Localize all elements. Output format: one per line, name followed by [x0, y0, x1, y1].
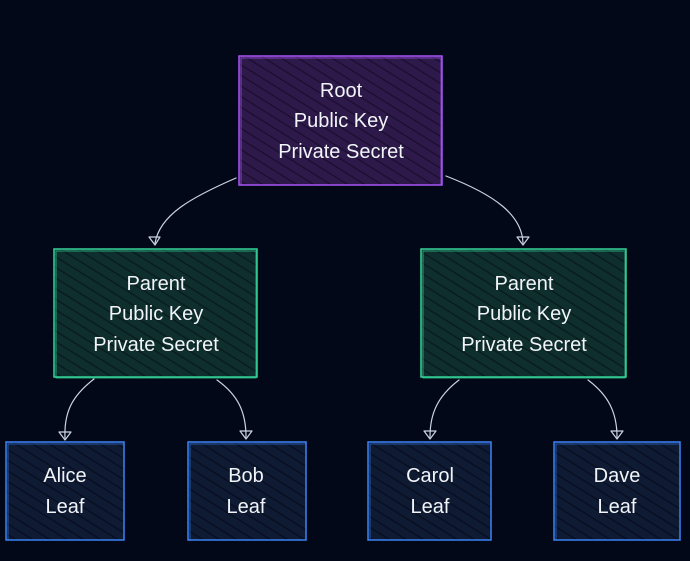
leaf-alice-type: Leaf	[46, 496, 85, 518]
leaf-node-alice[interactable]: Alice Leaf	[5, 441, 125, 541]
edge-parent-right-to-dave	[587, 379, 618, 438]
arrowhead-carol	[423, 430, 437, 440]
arrowhead-parent-left	[148, 236, 161, 246]
edge-parent-right-to-carol	[429, 379, 460, 438]
arrowhead-parent-right	[516, 236, 530, 246]
leaf-node-carol[interactable]: Carol Leaf	[367, 441, 492, 541]
leaf-carol-type: Leaf	[411, 496, 450, 518]
leaf-bob-type: Leaf	[227, 496, 266, 518]
edge-parent-left-to-bob	[216, 379, 247, 438]
leaf-dave-type: Leaf	[598, 496, 637, 518]
arrowhead-dave	[610, 430, 624, 440]
leaf-dave-name: Dave	[594, 465, 641, 487]
root-label: Root	[320, 80, 363, 102]
edge-root-to-parent-left	[154, 177, 237, 244]
leaf-node-bob[interactable]: Bob Leaf	[187, 441, 307, 541]
arrowhead-alice	[58, 431, 72, 441]
root-public-key-label: Public Key	[294, 110, 389, 132]
parent-left-private-secret-label: Private Secret	[93, 334, 219, 356]
arrowhead-bob	[239, 430, 253, 440]
parent-node-right[interactable]: Parent Public Key Private Secret	[420, 248, 627, 379]
parent-left-label: Parent	[127, 273, 186, 295]
leaf-alice-name: Alice	[43, 465, 86, 487]
parent-right-public-key-label: Public Key	[477, 303, 572, 325]
root-node[interactable]: Root Public Key Private Secret	[238, 55, 443, 186]
leaf-bob-name: Bob	[228, 465, 264, 487]
edge-root-to-parent-right	[445, 175, 524, 244]
root-private-secret-label: Private Secret	[278, 141, 404, 163]
parent-right-label: Parent	[495, 273, 554, 295]
parent-left-public-key-label: Public Key	[109, 303, 204, 325]
leaf-node-dave[interactable]: Dave Leaf	[553, 441, 681, 541]
parent-node-left[interactable]: Parent Public Key Private Secret	[53, 248, 258, 379]
leaf-carol-name: Carol	[406, 465, 454, 487]
edge-parent-left-to-alice	[64, 378, 95, 439]
parent-right-private-secret-label: Private Secret	[461, 334, 587, 356]
